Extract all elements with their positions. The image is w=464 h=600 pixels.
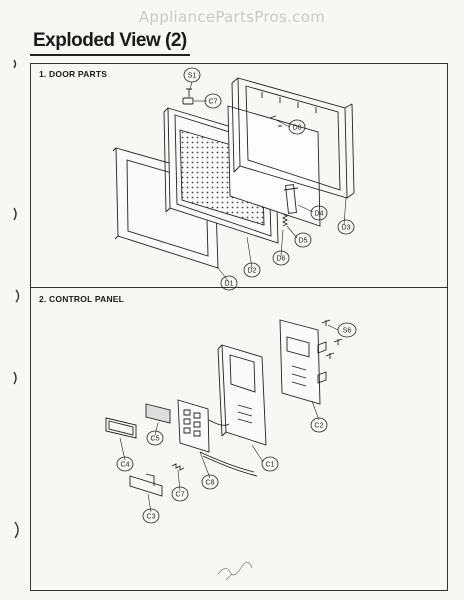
label-d8: D8 — [293, 125, 302, 132]
label-s1-door: S1 — [188, 73, 197, 80]
callout-s1-door — [183, 67, 201, 83]
label-d5: D5 — [299, 238, 308, 245]
callout-d6 — [272, 250, 290, 266]
part-s1-screw — [186, 88, 192, 97]
label-d4: D4 — [315, 211, 324, 218]
callout-d8 — [288, 119, 306, 135]
callout-c1 — [261, 456, 279, 472]
part-d3-rear-frame — [231, 77, 355, 199]
label-c3: C3 — [147, 514, 156, 521]
part-c5-window — [145, 403, 171, 424]
section-title-door-parts: 1. DOOR PARTS — [39, 69, 108, 79]
part-d4-latch — [283, 184, 299, 214]
part-c8-keypad — [177, 399, 230, 453]
part-c1-frame — [217, 344, 267, 446]
panel-callouts — [116, 322, 357, 524]
label-s6: S6 — [343, 328, 352, 335]
callout-c5 — [146, 430, 164, 446]
binder-marks — [13, 59, 20, 539]
label-c1: C1 — [266, 462, 275, 469]
label-d2: D2 — [248, 268, 257, 275]
label-c2: C2 — [315, 423, 324, 430]
page-title: Exploded View (2) — [33, 30, 187, 51]
control-panel-diagram — [105, 319, 343, 513]
label-c7-panel: C7 — [176, 492, 185, 499]
label-c4: C4 — [121, 462, 130, 469]
diagram-frame — [30, 63, 448, 591]
section-title-control-panel: 2. CONTROL PANEL — [39, 294, 125, 304]
callout-d3 — [337, 219, 355, 235]
door-callouts — [183, 67, 355, 291]
label-c8: C8 — [206, 480, 215, 487]
callout-c7-door — [204, 93, 222, 109]
part-c2-pcb — [279, 319, 327, 405]
callout-c2 — [310, 417, 328, 433]
part-c4-trim — [105, 417, 137, 439]
part-c3-button — [129, 473, 163, 497]
callout-d2 — [243, 262, 261, 278]
callout-c3 — [142, 508, 160, 524]
part-s6-screws — [321, 319, 343, 359]
door-parts-diagram — [112, 77, 355, 282]
label-c7-door: C7 — [209, 99, 218, 106]
callout-d1 — [220, 275, 238, 291]
label-d3: D3 — [342, 225, 351, 232]
callout-c7-panel — [171, 486, 189, 502]
signature-scribble — [217, 562, 253, 581]
callout-c8 — [201, 474, 219, 490]
panel-callout-labels: S6 C2 C1 C5 C4 C8 C7 C3 — [121, 328, 352, 521]
callout-d4 — [310, 205, 328, 221]
section-divider — [30, 287, 448, 289]
callout-c4 — [116, 456, 134, 472]
title-underline — [30, 54, 190, 56]
door-callout-labels: S1 C7 D8 D4 D3 D5 D6 D2 D1 — [188, 73, 351, 288]
callout-s6 — [337, 322, 357, 338]
flex-cable — [199, 451, 258, 477]
part-d5-spring — [281, 213, 289, 227]
part-c7-clip — [182, 97, 194, 105]
label-c5: C5 — [151, 436, 160, 443]
part-c7-spring — [171, 463, 185, 471]
watermark: AppliancePartsPros.com — [138, 8, 326, 26]
label-d1: D1 — [225, 281, 234, 288]
part-d8-panel — [227, 105, 321, 227]
callout-d5 — [294, 232, 312, 248]
label-d6: D6 — [277, 256, 286, 263]
